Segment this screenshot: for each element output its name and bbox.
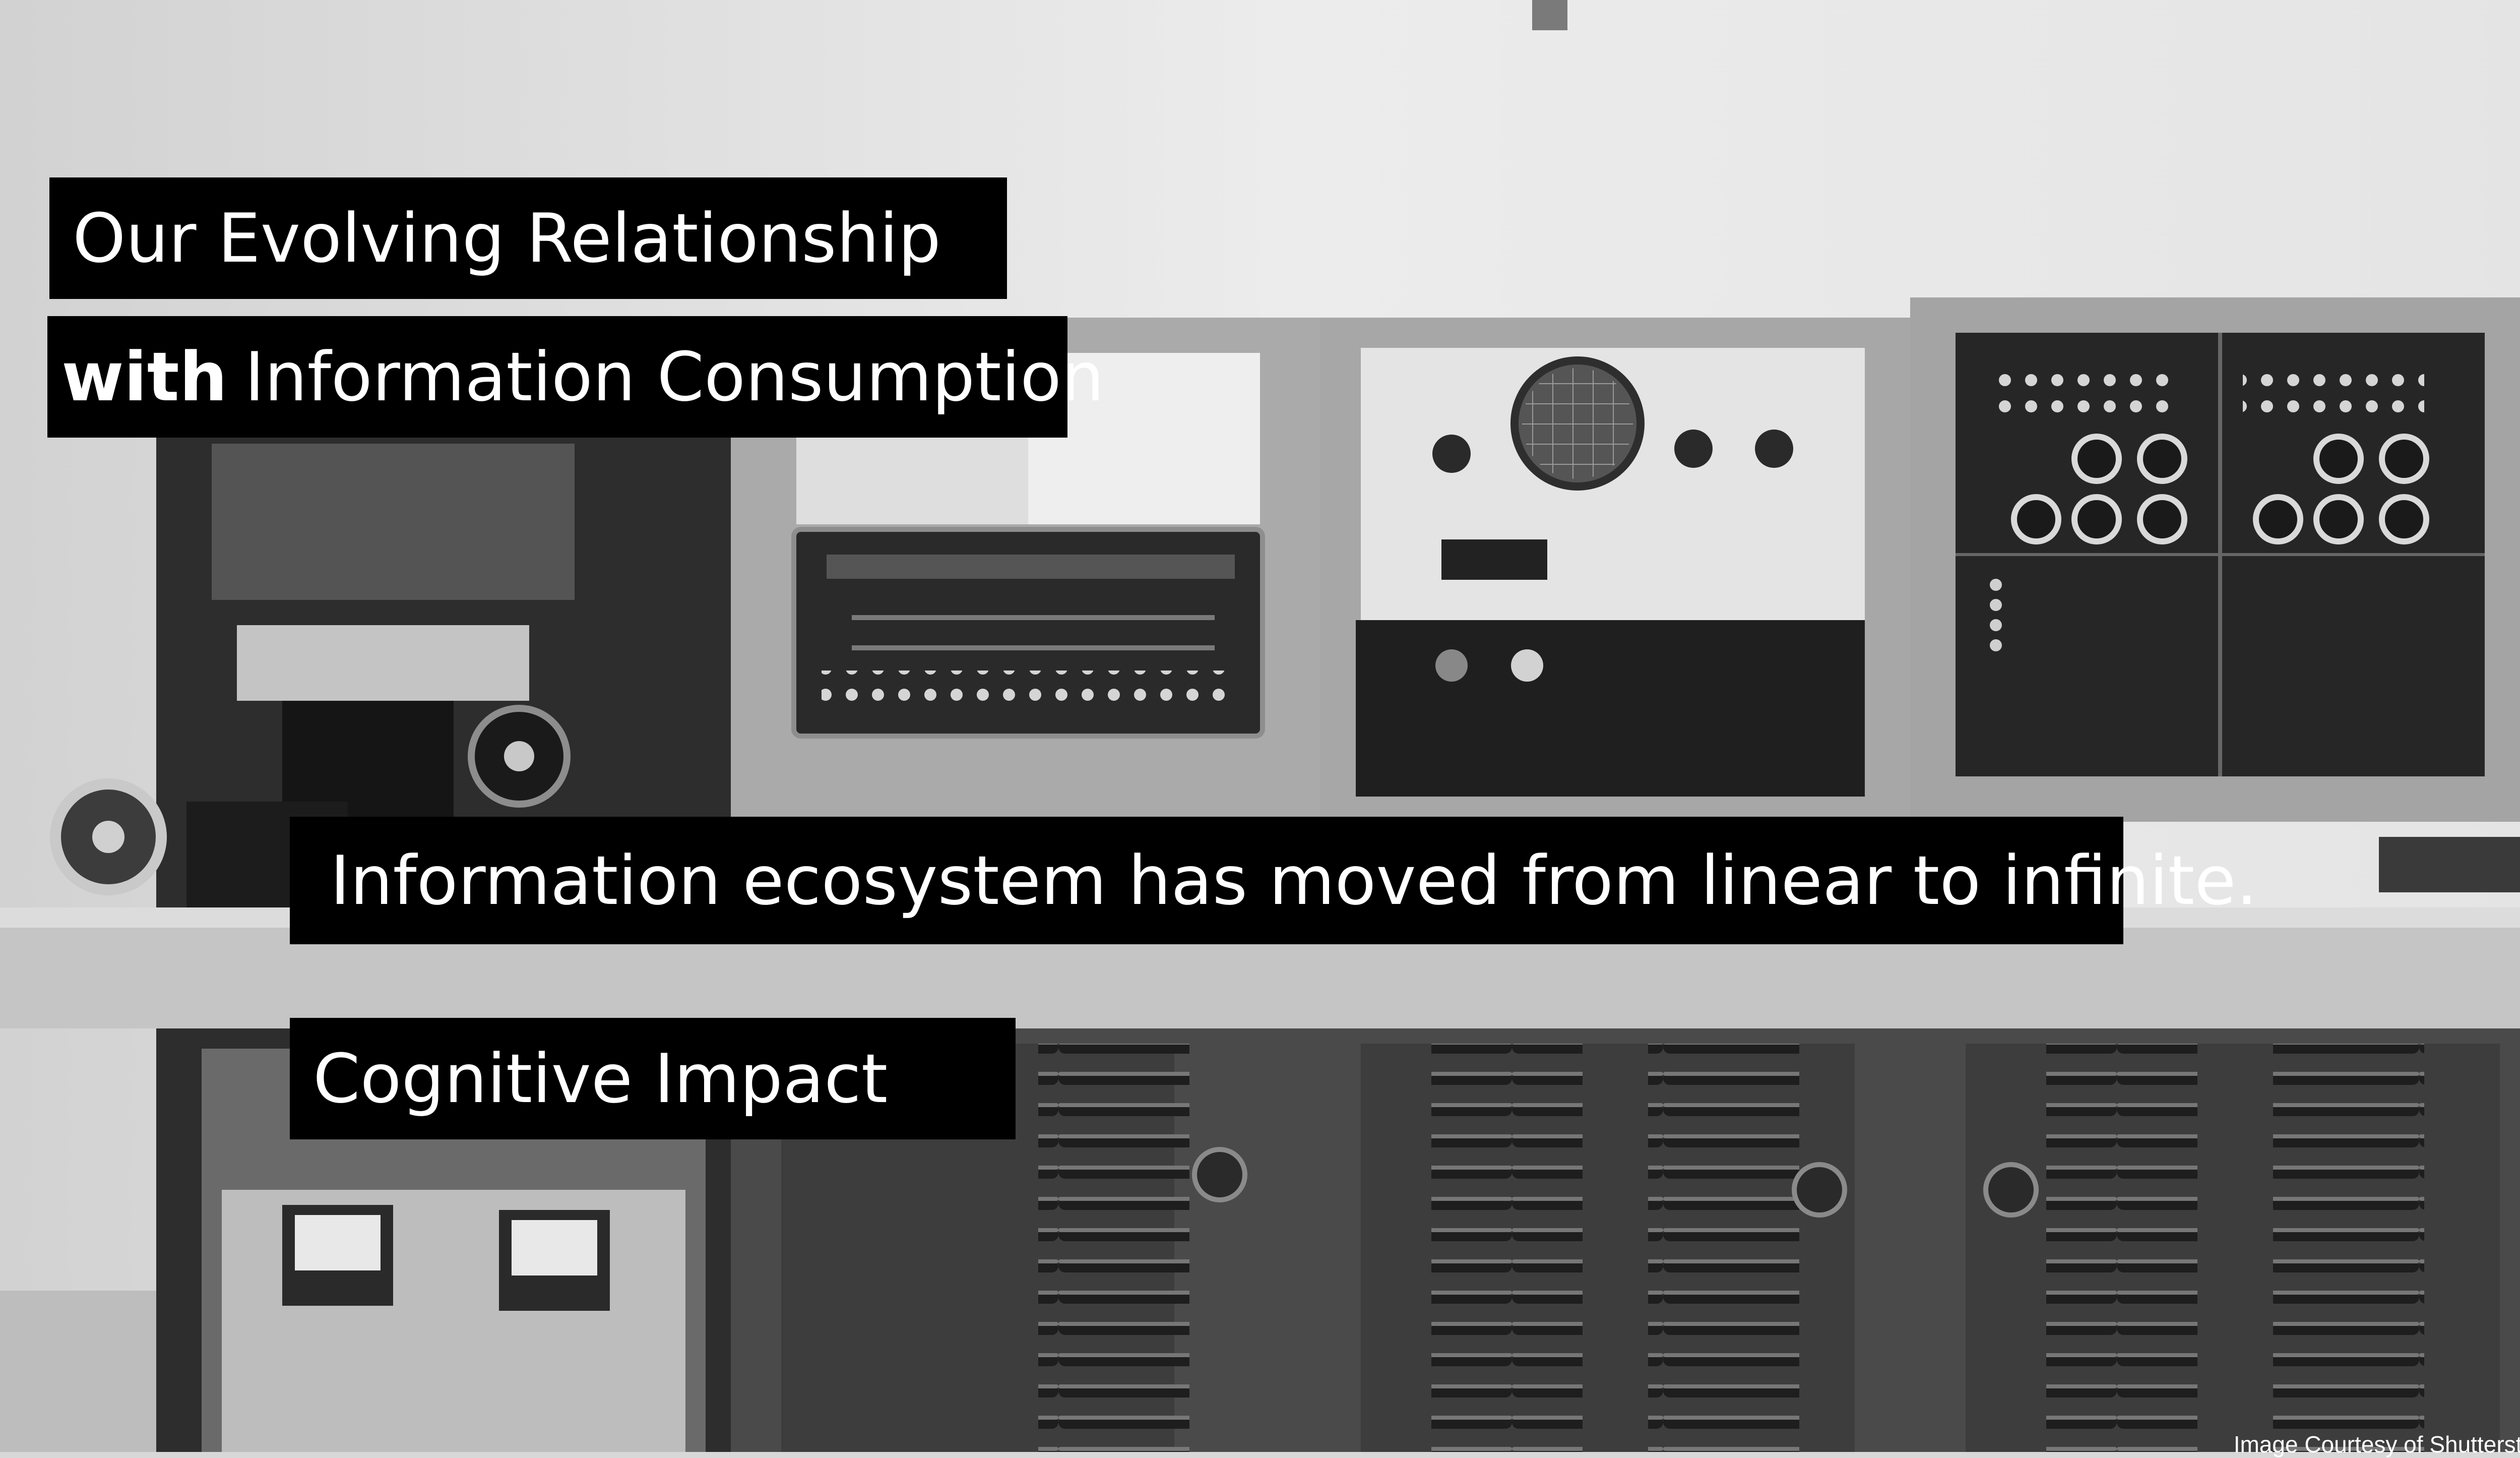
slide-title-line-2-prefix: with: [61, 337, 228, 416]
statement-box: Information ecosystem has moved from lin…: [290, 817, 2257, 944]
slide-title-line-2: with Information Consumption: [47, 316, 1104, 438]
section-label-box: Cognitive Impact: [290, 1018, 1016, 1139]
slide-title-line-2-text: Information Consumption: [244, 337, 1104, 416]
statement-text: Information ecosystem has moved from lin…: [330, 841, 2258, 920]
slide-title-line-1-text: Our Evolving Relationship: [73, 199, 941, 278]
image-credit: Image Courtesy of Shutterstock: [2233, 1431, 2520, 1457]
slide-title-line-1: Our Evolving Relationship: [49, 177, 1007, 299]
section-label-text: Cognitive Impact: [313, 1039, 888, 1118]
